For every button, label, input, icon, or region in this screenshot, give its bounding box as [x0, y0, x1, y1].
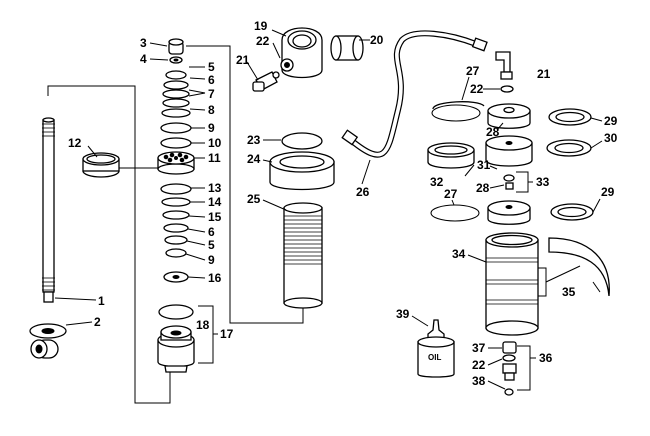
- oil-bottle: OIL: [417, 319, 455, 378]
- callout-labels: 1 2 3 4 5 6 7 8 9 10 11 12 13 14 15 6 5 …: [68, 19, 618, 388]
- callout-29: 29: [604, 114, 618, 128]
- callout-30: 30: [604, 131, 618, 145]
- callout-21: 21: [236, 53, 250, 67]
- callout-17: 17: [220, 327, 234, 341]
- callout-11: 11: [208, 151, 221, 165]
- callout-23: 23: [247, 133, 261, 147]
- callout-12: 12: [68, 136, 82, 150]
- callout-35: 35: [562, 285, 576, 299]
- callout-22c: 22: [472, 358, 486, 372]
- callout-9b: 9: [208, 253, 215, 267]
- leader-lines: [54, 29, 603, 391]
- callout-36: 36: [539, 351, 553, 365]
- callout-6b: 6: [208, 225, 215, 239]
- reservoir-head: [252, 27, 323, 92]
- callout-24: 24: [247, 152, 261, 166]
- callout-29b: 29: [601, 185, 615, 199]
- callout-39: 39: [396, 307, 410, 321]
- callout-28b: 28: [476, 181, 490, 195]
- piston-shaft: [42, 117, 55, 303]
- callout-4: 4: [140, 52, 147, 66]
- callout-14: 14: [208, 195, 222, 209]
- callout-19: 19: [254, 19, 268, 33]
- callout-34: 34: [452, 247, 466, 261]
- end-cap: [330, 35, 364, 61]
- callout-6: 6: [208, 73, 215, 87]
- shock-body: [283, 202, 323, 309]
- callout-28: 28: [486, 125, 500, 139]
- callout-5b: 5: [208, 238, 215, 252]
- reservoir-parts: [427, 85, 610, 396]
- spring-collar: [269, 151, 335, 191]
- callout-15: 15: [208, 210, 222, 224]
- callout-38: 38: [472, 374, 486, 388]
- seal-plate: [281, 132, 323, 150]
- callout-8: 8: [208, 103, 215, 117]
- hose: [341, 30, 513, 158]
- callout-3: 3: [140, 36, 147, 50]
- callout-26: 26: [356, 185, 370, 199]
- callout-33: 33: [536, 175, 550, 189]
- callout-22b: 22: [470, 82, 484, 96]
- callout-16: 16: [208, 271, 222, 285]
- callout-20: 20: [370, 33, 384, 47]
- callout-21b: 21: [537, 67, 551, 81]
- callout-27: 27: [466, 64, 480, 78]
- callout-13: 13: [208, 181, 222, 195]
- callout-25: 25: [247, 192, 261, 206]
- oil-bottle-label: OIL: [428, 353, 441, 362]
- callout-18: 18: [196, 318, 210, 332]
- callout-5: 5: [208, 60, 215, 74]
- callout-27b: 27: [444, 187, 458, 201]
- eyelet-mount: [29, 323, 67, 359]
- wiper-ring: [82, 152, 120, 178]
- shim-stack: [157, 38, 195, 373]
- callout-37: 37: [472, 341, 486, 355]
- callout-9: 9: [208, 121, 215, 135]
- callout-22: 22: [256, 34, 270, 48]
- callout-32: 32: [430, 175, 444, 189]
- callout-10: 10: [208, 136, 222, 150]
- callout-7: 7: [208, 87, 215, 101]
- callout-31: 31: [477, 158, 491, 172]
- callout-2: 2: [94, 315, 101, 329]
- callout-1: 1: [98, 294, 105, 308]
